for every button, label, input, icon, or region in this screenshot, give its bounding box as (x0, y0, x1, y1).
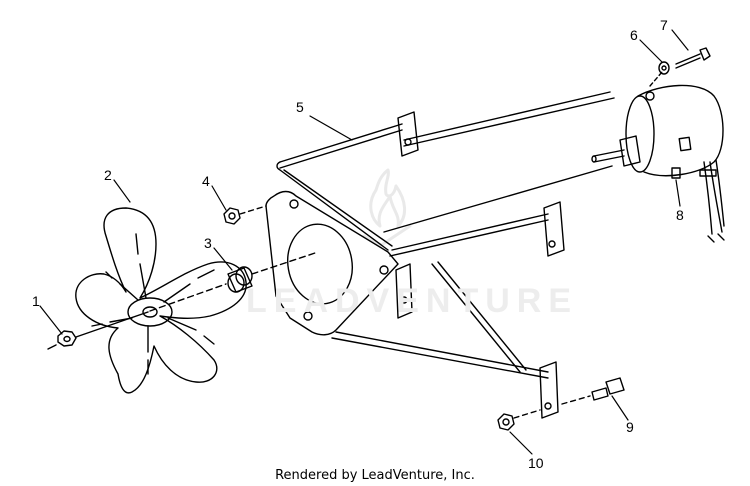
part-10-nut (497, 409, 541, 431)
watermark-logo-icon (362, 168, 412, 248)
part-5-bracket (276, 91, 615, 419)
watermark-text: LEADVENTURE (246, 282, 579, 320)
mounting-plate (265, 190, 399, 336)
part-3-bushing (227, 266, 253, 293)
callout-9: 9 (626, 419, 634, 435)
part-7-screw (649, 47, 711, 87)
part-2-fan-blade (75, 207, 247, 394)
callout-10: 10 (528, 455, 544, 471)
callout-7: 7 (660, 17, 668, 33)
part-1-nut (47, 330, 77, 350)
part-4-nut (223, 205, 267, 225)
callout-8: 8 (676, 207, 684, 223)
callout-1: 1 (32, 293, 40, 309)
callout-3: 3 (204, 235, 212, 251)
callout-2: 2 (104, 167, 112, 183)
callout-6: 6 (630, 27, 638, 43)
callout-4: 4 (202, 173, 210, 189)
callout-5: 5 (296, 99, 304, 115)
part-9-bolt (561, 377, 625, 405)
motor (591, 84, 725, 243)
part-6-washer (658, 61, 670, 75)
footer-credit: Rendered by LeadVenture, Inc. (275, 468, 475, 483)
part-8-clip (671, 167, 681, 179)
leader-lines (39, 29, 689, 455)
fan-shaft-line (75, 251, 319, 338)
